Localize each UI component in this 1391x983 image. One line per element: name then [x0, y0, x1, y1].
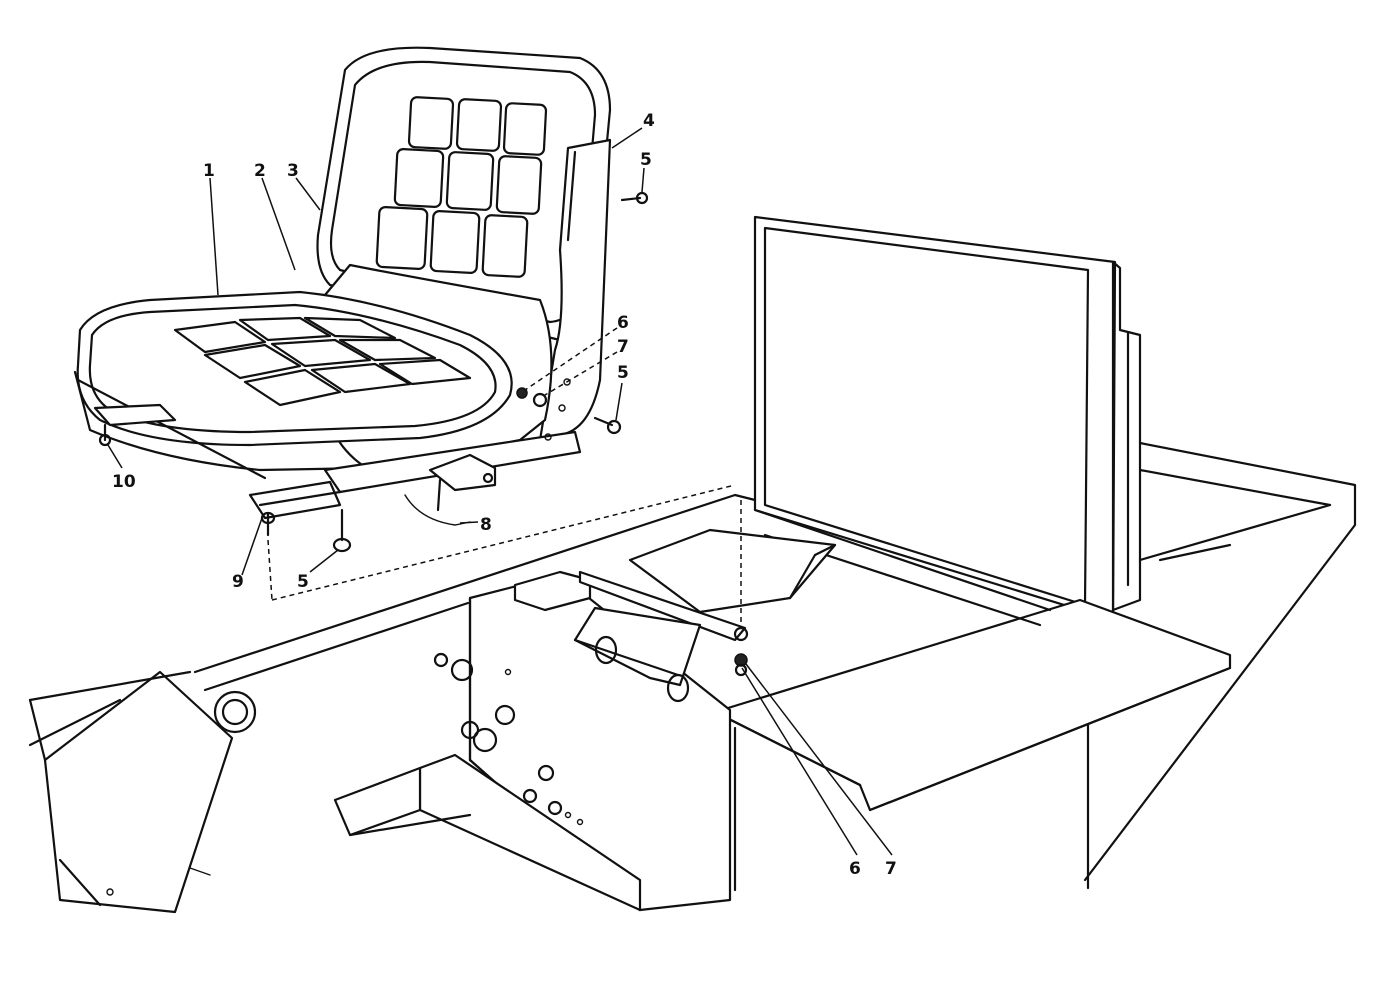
leader-lines: [107, 127, 893, 856]
callout-7-upper: 7: [617, 337, 629, 357]
callout-1: 1: [203, 161, 215, 181]
callout-2: 2: [254, 161, 266, 181]
callout-5-lower: 5: [297, 572, 309, 592]
bolt-5-right: [593, 416, 622, 435]
callout-6-upper: 6: [617, 313, 629, 333]
machine-body: [28, 215, 1357, 914]
callout-7-lower: 7: [885, 859, 897, 879]
bolt-5-lower: [332, 508, 352, 553]
callout-8: 8: [480, 515, 492, 535]
seat-cushion-panels: [173, 316, 472, 407]
seat-assembly: [73, 46, 649, 553]
callout-9: 9: [232, 572, 244, 592]
callout-labels: 1 2 3 4 5 6 7 5 10 8 9 5 6 7: [112, 111, 897, 879]
callout-4: 4: [643, 111, 655, 131]
seat-back-cushion-panels: [375, 96, 548, 278]
bolt-5-upper: [620, 191, 649, 205]
callout-5-right: 5: [617, 363, 629, 383]
callout-5-upper: 5: [640, 150, 652, 170]
callout-3: 3: [287, 161, 299, 181]
callout-10: 10: [112, 472, 136, 492]
callout-6-lower: 6: [849, 859, 861, 879]
